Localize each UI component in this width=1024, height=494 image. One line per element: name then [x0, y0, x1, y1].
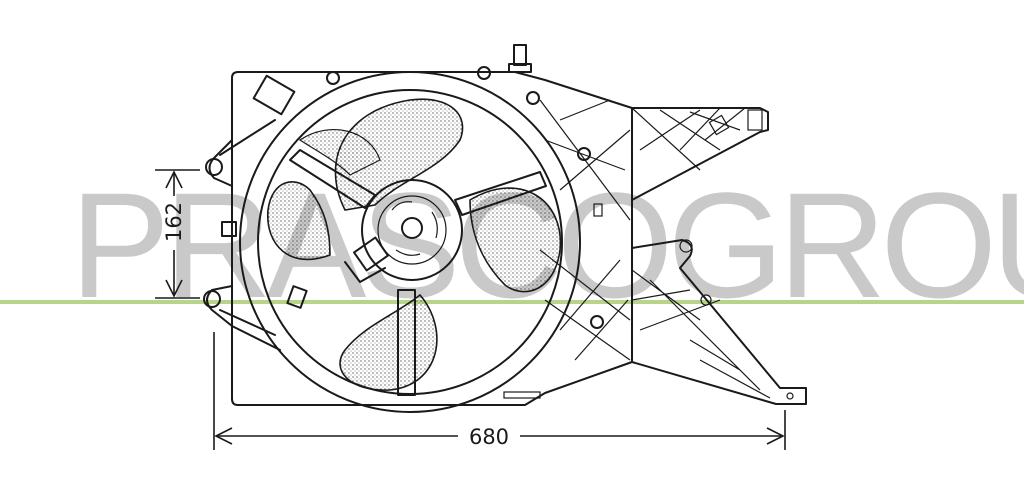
- width-dimension: 680: [213, 332, 786, 450]
- mounting-hardware: [203, 44, 604, 399]
- motor-hub: [344, 179, 463, 283]
- height-dimension: 162: [155, 169, 200, 299]
- width-dimension-label: 680: [469, 425, 509, 449]
- fan-blades: [267, 98, 562, 391]
- upper-right-bracket: [631, 107, 769, 201]
- lower-right-bracket: [631, 239, 807, 405]
- height-dimension-label: 162: [162, 202, 186, 242]
